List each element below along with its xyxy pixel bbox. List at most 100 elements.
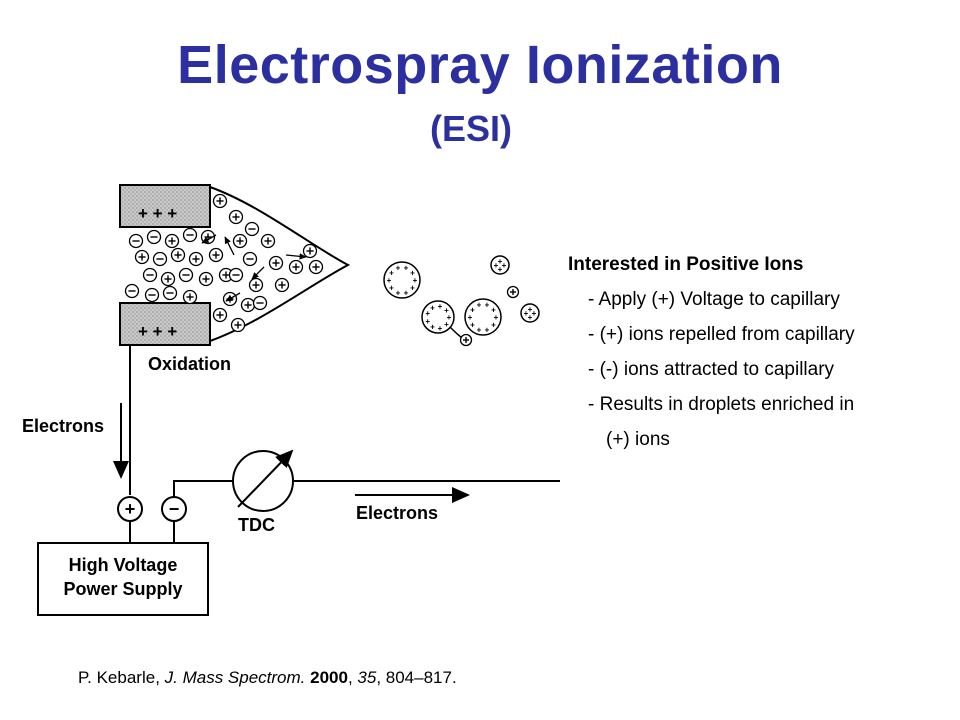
positive-ion [182, 289, 198, 305]
svg-text:+: + [524, 309, 529, 318]
positive-ion [198, 271, 214, 287]
svg-text:+: + [389, 268, 394, 277]
negative-ion [142, 267, 158, 283]
negative-ion [242, 251, 258, 267]
negative-ion [146, 229, 162, 245]
cone-ions [124, 193, 324, 333]
lower-plate-charge: + + + [138, 322, 177, 341]
esi-diagram: + + + + + + ++++++++++++++++++++++++++++… [22, 184, 560, 616]
citation-pages: , 804–817. [376, 668, 457, 687]
notes-heading: Interested in Positive Ions [568, 254, 804, 275]
positive-ion [308, 259, 324, 275]
svg-text:+: + [444, 306, 449, 315]
lower-plate [119, 302, 211, 346]
svg-text:+: + [404, 264, 409, 273]
svg-text:+: + [470, 305, 475, 314]
positive-ion [160, 271, 176, 287]
slide-subtitle: (ESI) [430, 108, 513, 149]
positive-ion [230, 317, 246, 333]
svg-text:+: + [425, 317, 430, 326]
svg-text:+: + [438, 324, 443, 333]
notes-panel: Interested in Positive Ions - Apply (+) … [568, 247, 948, 457]
positive-ion [228, 209, 244, 225]
citation-year: 2000 [305, 668, 348, 687]
svg-text:+: + [389, 284, 394, 293]
note-item: - Results in droplets enriched in [588, 394, 855, 415]
note-continuation: (+) ions [606, 429, 670, 450]
negative-ion [228, 267, 244, 283]
upper-plate [119, 184, 211, 228]
positive-ion [248, 277, 264, 293]
positive-ion [260, 233, 276, 249]
svg-text:+: + [430, 303, 435, 312]
electrons-right-label: Electrons [356, 503, 438, 523]
droplets: +++++++++++++++++++++++++++++++++++++ [383, 255, 540, 347]
svg-text:+: + [387, 276, 392, 285]
svg-text:+: + [477, 301, 482, 310]
negative-ion [124, 283, 140, 299]
svg-text:+: + [447, 313, 452, 322]
citation-author: P. Kebarle, [78, 668, 165, 687]
positive-ion [268, 255, 284, 271]
positive-ion [208, 247, 224, 263]
svg-text:+: + [528, 313, 533, 322]
cone-arrows [201, 234, 307, 302]
positive-ion [212, 307, 228, 323]
slide-title: Electrospray Ionization [177, 35, 783, 95]
svg-text:+: + [498, 257, 503, 266]
svg-text:+: + [444, 320, 449, 329]
charged-droplet [464, 298, 502, 336]
note-item: - (-) ions attracted to capillary [588, 359, 835, 380]
citation-journal: J. Mass Spectrom. [164, 668, 306, 687]
positive-ion [170, 247, 186, 263]
negative-ion [252, 295, 268, 311]
svg-text:+: + [494, 313, 499, 322]
svg-text:+: + [396, 264, 401, 273]
negative-ion [182, 227, 198, 243]
note-item: - (+) ions repelled from capillary [588, 324, 855, 345]
positive-ion [506, 285, 520, 299]
negative-ion [244, 221, 260, 237]
svg-text:+: + [502, 261, 507, 270]
upper-plate-charge: + + + [138, 204, 177, 223]
tdc-label: TDC [238, 515, 275, 535]
citation: P. Kebarle, J. Mass Spectrom. 2000, 35, … [78, 668, 457, 687]
negative-ion [144, 287, 160, 303]
svg-text:+: + [532, 309, 537, 318]
svg-text:+: + [404, 288, 409, 297]
negative-ion [162, 285, 178, 301]
svg-text:+: + [468, 313, 473, 322]
positive-ion [232, 233, 248, 249]
svg-text:+: + [410, 284, 415, 293]
power-supply-line1: High Voltage [69, 555, 178, 575]
negative-ion [128, 233, 144, 249]
positive-ion [240, 297, 256, 313]
svg-text:+: + [430, 323, 435, 332]
svg-text:+: + [470, 321, 475, 330]
positive-ion [188, 251, 204, 267]
charged-droplet [383, 261, 421, 299]
negative-ion [178, 267, 194, 283]
svg-text:+: + [396, 288, 401, 297]
charged-droplet [520, 303, 540, 323]
note-item: - Apply (+) Voltage to capillary [588, 289, 840, 310]
svg-text:+: + [425, 309, 430, 318]
taylor-cone [209, 186, 351, 342]
svg-text:+: + [491, 305, 496, 314]
oxidation-label: Oxidation [148, 354, 231, 374]
power-supply-line2: Power Supply [63, 579, 182, 599]
svg-text:+: + [528, 305, 533, 314]
positive-ion [302, 243, 318, 259]
electrons-left-label: Electrons [22, 416, 104, 436]
charged-droplet [421, 300, 455, 334]
svg-text:+: + [410, 268, 415, 277]
positive-ion [459, 333, 473, 347]
svg-text:+: + [413, 276, 418, 285]
svg-text:−: − [169, 499, 180, 519]
positive-ion [164, 233, 180, 249]
positive-ion [274, 277, 290, 293]
svg-text:+: + [498, 265, 503, 274]
positive-ion [134, 249, 150, 265]
svg-text:+: + [477, 325, 482, 334]
svg-text:+: + [485, 301, 490, 310]
